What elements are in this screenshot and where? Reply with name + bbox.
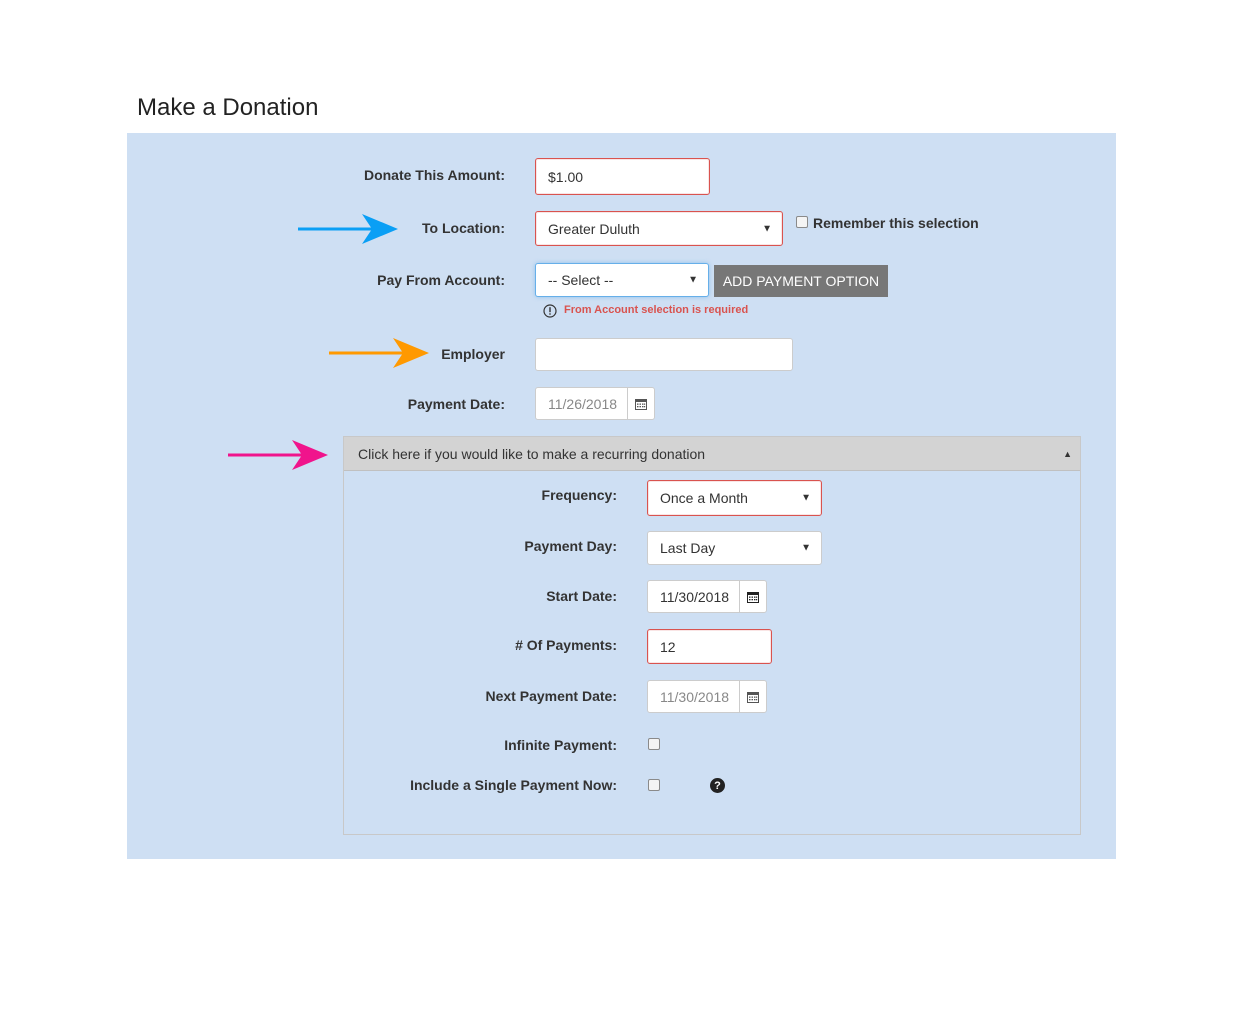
payment-day-select[interactable]: Last Day ▼ xyxy=(647,531,822,565)
location-select[interactable]: Greater Duluth ▼ xyxy=(535,211,783,246)
employer-input[interactable] xyxy=(535,338,793,371)
calendar-icon[interactable] xyxy=(627,388,654,419)
calendar-icon[interactable] xyxy=(739,681,766,712)
error-info-icon xyxy=(543,304,557,318)
pay-from-error-message: From Account selection is required xyxy=(564,304,749,316)
page-title: Make a Donation xyxy=(137,94,319,121)
next-payment-date-label: Next Payment Date: xyxy=(485,688,618,704)
payment-date-label: Payment Date: xyxy=(407,396,505,412)
frequency-value: Once a Month xyxy=(660,490,748,506)
single-payment-now-checkbox[interactable] xyxy=(648,779,660,791)
next-payment-date-input[interactable]: 11/30/2018 xyxy=(647,680,767,713)
add-payment-option-button[interactable]: ADD PAYMENT OPTION xyxy=(714,265,888,297)
chevron-down-icon: ▼ xyxy=(762,223,772,234)
infinite-payment-checkbox[interactable] xyxy=(648,738,660,750)
employer-label: Employer xyxy=(441,346,505,362)
remember-selection-checkbox[interactable] xyxy=(796,216,808,228)
amount-input[interactable]: $1.00 xyxy=(535,158,710,195)
pay-from-label: Pay From Account: xyxy=(377,272,505,288)
payment-day-value: Last Day xyxy=(660,540,716,556)
recurring-donation-header-text: Click here if you would like to make a r… xyxy=(358,445,706,462)
infinite-payment-label: Infinite Payment: xyxy=(504,737,617,753)
pay-from-value: -- Select -- xyxy=(548,272,614,288)
caret-up-icon: ▲ xyxy=(1063,448,1072,459)
orange-arrow-annotation xyxy=(329,338,429,368)
question-mark-icon[interactable]: ? xyxy=(710,778,725,793)
recurring-donation-toggle[interactable]: Click here if you would like to make a r… xyxy=(344,437,1080,471)
start-date-input[interactable]: 11/30/2018 xyxy=(647,580,767,613)
payment-date-value: 11/26/2018 xyxy=(548,395,618,412)
pay-from-select[interactable]: -- Select -- ▼ xyxy=(535,263,709,297)
location-value: Greater Duluth xyxy=(548,220,640,237)
start-date-label: Start Date: xyxy=(546,588,617,604)
remember-selection-label: Remember this selection xyxy=(813,215,979,231)
chevron-down-icon: ▼ xyxy=(688,274,698,286)
amount-label: Donate This Amount: xyxy=(363,167,505,183)
start-date-value: 11/30/2018 xyxy=(660,588,730,605)
blue-arrow-annotation xyxy=(298,214,398,244)
single-payment-now-label: Include a Single Payment Now: xyxy=(410,777,617,793)
num-payments-value: 12 xyxy=(660,638,676,655)
payment-date-input[interactable]: 11/26/2018 xyxy=(535,387,655,420)
pink-arrow-annotation xyxy=(228,440,328,470)
num-payments-label: # Of Payments: xyxy=(515,637,617,653)
chevron-down-icon: ▼ xyxy=(801,542,811,554)
payment-day-label: Payment Day: xyxy=(524,538,617,554)
calendar-icon[interactable] xyxy=(739,581,766,612)
next-payment-date-value: 11/30/2018 xyxy=(660,688,730,705)
frequency-label: Frequency: xyxy=(541,487,617,503)
frequency-select[interactable]: Once a Month ▼ xyxy=(647,480,822,516)
amount-value: $1.00 xyxy=(548,168,584,185)
chevron-down-icon: ▼ xyxy=(801,492,811,504)
location-label: To Location: xyxy=(422,220,505,236)
num-payments-input[interactable]: 12 xyxy=(647,629,772,664)
